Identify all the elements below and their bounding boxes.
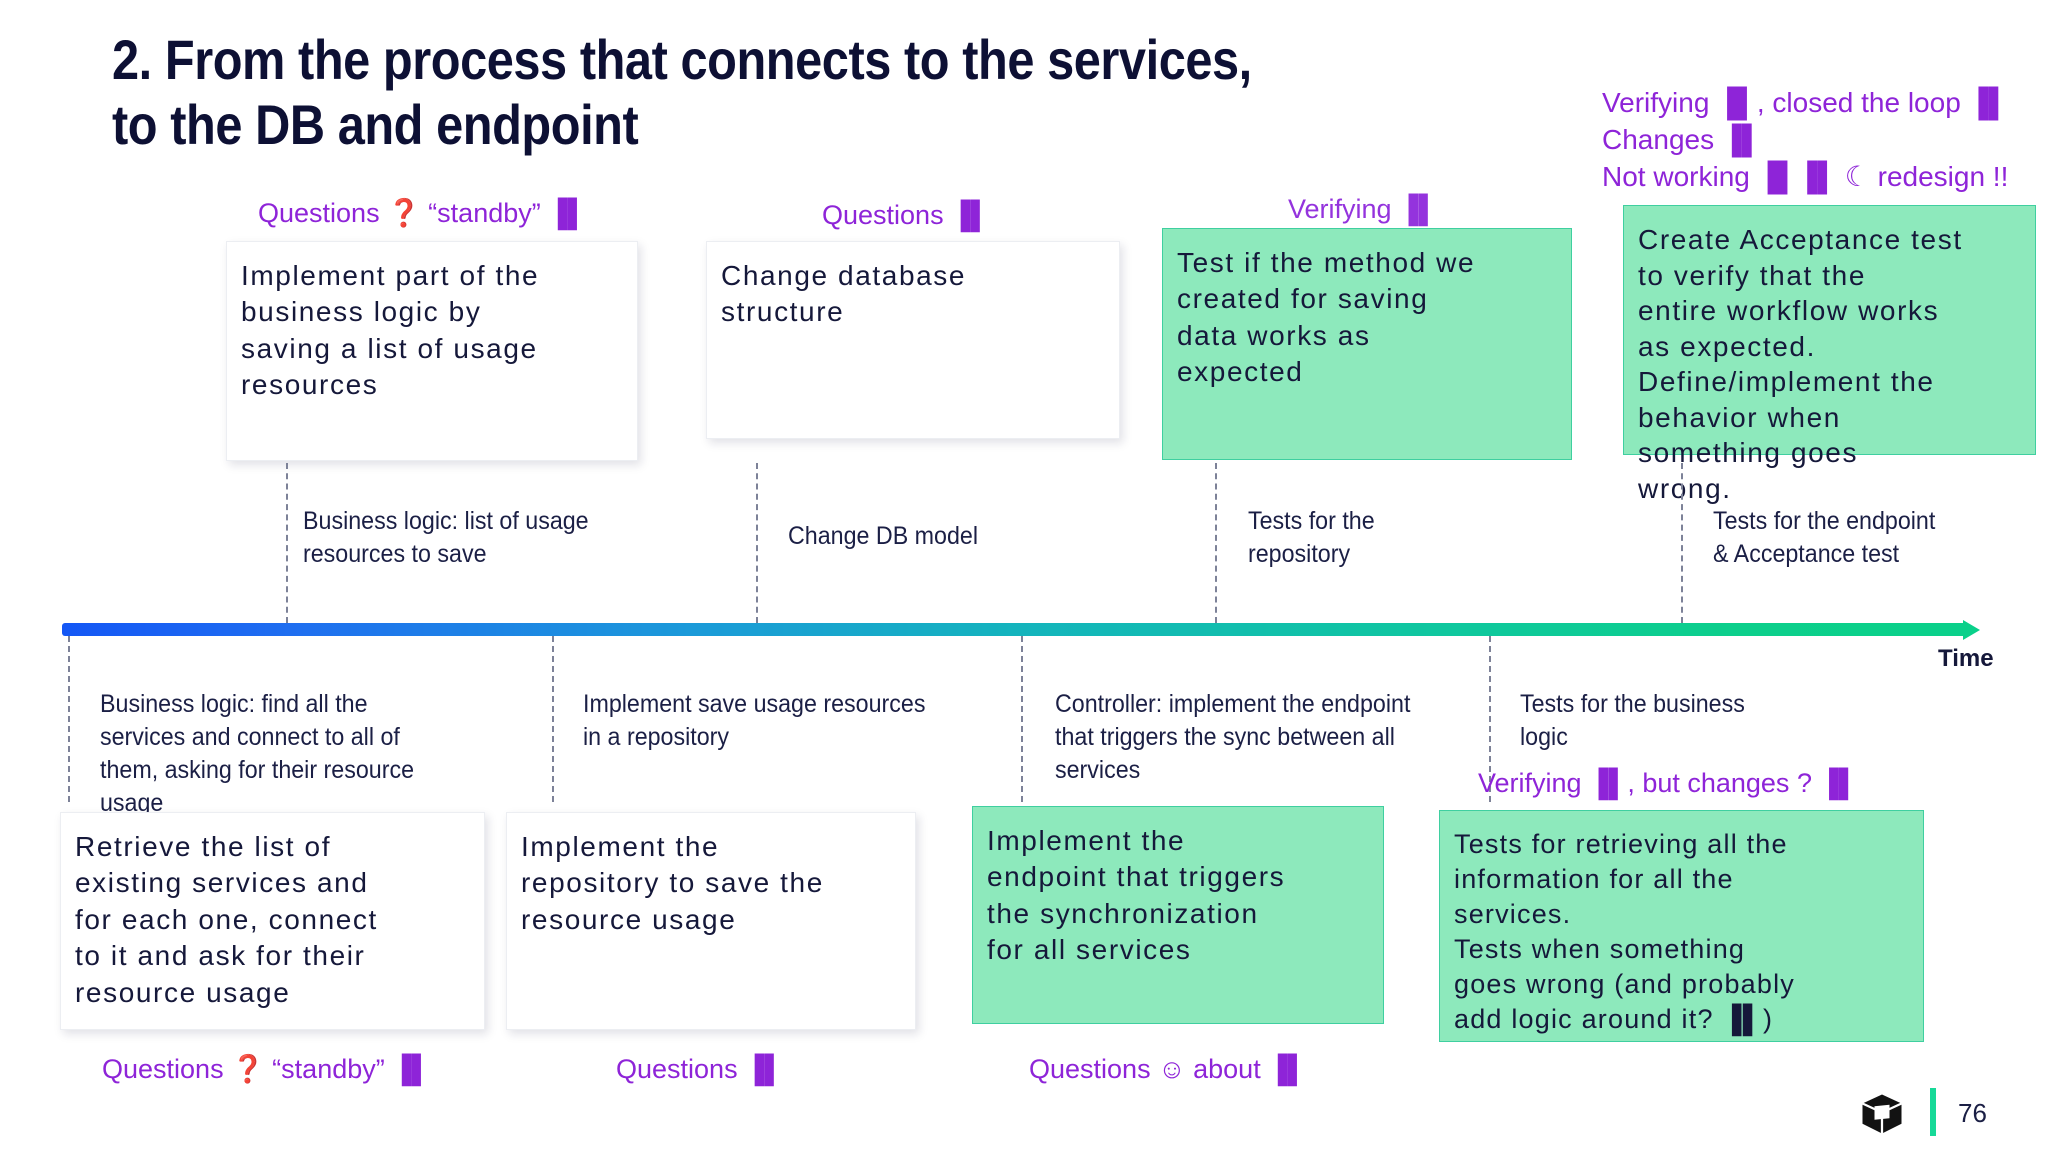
tick-up-4 [1681, 463, 1683, 623]
caption-change-db-model: Change DB model [788, 522, 978, 550]
footer-divider [1930, 1088, 1936, 1136]
card-implement-endpoint[interactable]: Implement the endpoint that triggers the… [972, 806, 1384, 1024]
tick-down-4 [1489, 636, 1491, 802]
page-number: 76 [1958, 1098, 1987, 1128]
annotation-above-card-3: Verifying ▐▌ [1288, 194, 1438, 224]
caption-tests-repository: Tests for the repository [1248, 507, 1375, 568]
page-title: 2. From the process that connects to the… [112, 28, 1252, 156]
card-implement-business-logic[interactable]: Implement part of the business logic by … [226, 241, 638, 461]
tick-up-3 [1215, 463, 1217, 623]
annotation-bottom-3: Questions ☺ about ▐▌ [1029, 1054, 1307, 1084]
card-retrieve-services-list[interactable]: Retrieve the list of existing services a… [60, 812, 485, 1030]
caption-tests-endpoint-acceptance: Tests for the endpoint & Acceptance test [1713, 507, 1936, 568]
caption-implement-save-usage: Implement save usage resources in a repo… [583, 690, 926, 751]
tick-down-3 [1021, 636, 1023, 802]
card-tests-retrieving-info[interactable]: Tests for retrieving all the information… [1439, 810, 1924, 1042]
card-implement-repository[interactable]: Implement the repository to save the res… [506, 812, 916, 1030]
card-test-saving-method[interactable]: Test if the method we created for saving… [1162, 228, 1572, 460]
card-create-acceptance-test[interactable]: Create Acceptance test to verify that th… [1623, 205, 2036, 504]
card-change-database-structure[interactable]: Change database structure [706, 241, 1120, 439]
annotation-top-right: Verifying ▐▌, closed the loop ▐▌ Changes… [1602, 87, 2009, 192]
cube-logo-icon [1862, 1094, 1902, 1134]
caption-business-logic-list: Business logic: list of usage resources … [303, 507, 589, 568]
annotation-above-card-2: Questions ▐▌ [822, 200, 990, 230]
tick-down-2 [552, 636, 554, 802]
tick-up-2 [756, 463, 758, 623]
annotation-bottom-1: Questions ❓ “standby” ▐▌ [102, 1054, 431, 1084]
annotation-bottom-2: Questions ▐▌ [616, 1054, 784, 1084]
timeline-arrow-icon [1963, 620, 1980, 640]
tick-up-1 [286, 463, 288, 623]
caption-tests-business-logic: Tests for the business logic [1520, 690, 1745, 751]
caption-controller-endpoint: Controller: implement the endpoint that … [1055, 690, 1411, 784]
caption-business-logic-find-services: Business logic: find all the services an… [100, 690, 415, 817]
timeline-axis [62, 623, 1968, 636]
annotation-below-card-4: Verifying ▐▌, but changes ? ▐▌ [1478, 768, 1858, 798]
tick-down-1 [68, 636, 70, 802]
time-axis-label: Time [1938, 645, 1994, 672]
annotation-above-card-1: Questions ❓ “standby” ▐▌ [258, 198, 587, 228]
